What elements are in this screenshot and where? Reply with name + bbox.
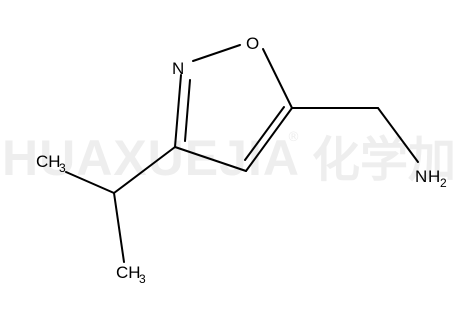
bond-n-c3-double [184, 79, 191, 142]
bond-ch2-nh2 [377, 107, 419, 163]
watermark-latin: HUAXUEJIA [2, 130, 300, 186]
bond-o-n [192, 44, 241, 62]
bond-c4-c5-double [244, 106, 285, 161]
bond-c5-o [262, 48, 293, 109]
watermark-chinese: 化学加 [312, 132, 456, 188]
atom-amine-subscript: 2 [440, 176, 447, 190]
atom-amine-n: N [415, 167, 427, 186]
watermark: HUAXUEJIA ® 化学加 [2, 130, 456, 188]
atom-labels: O N N H 2 CH 3 CH 3 [36, 34, 447, 286]
bond-c4-c5 [245, 107, 293, 172]
bond-ch-methyl-bottom [113, 192, 125, 263]
atom-methyl-top: CH [36, 152, 61, 171]
atom-methyl-top-subscript: 3 [59, 161, 66, 175]
atom-methyl-bottom: CH [116, 263, 141, 282]
atom-amine-h: H [428, 167, 440, 186]
bond-c3-ch [113, 146, 176, 194]
bonds [65, 44, 419, 263]
atom-methyl-bottom-subscript: 3 [139, 272, 146, 286]
bond-ch-methyl-top [65, 171, 115, 194]
bond-c3-c4 [174, 146, 247, 172]
atom-ring-nitrogen: N [172, 59, 184, 78]
atom-ring-oxygen: O [246, 34, 259, 53]
bond-n-c3 [174, 74, 182, 148]
watermark-registered-mark: ® [287, 130, 300, 145]
